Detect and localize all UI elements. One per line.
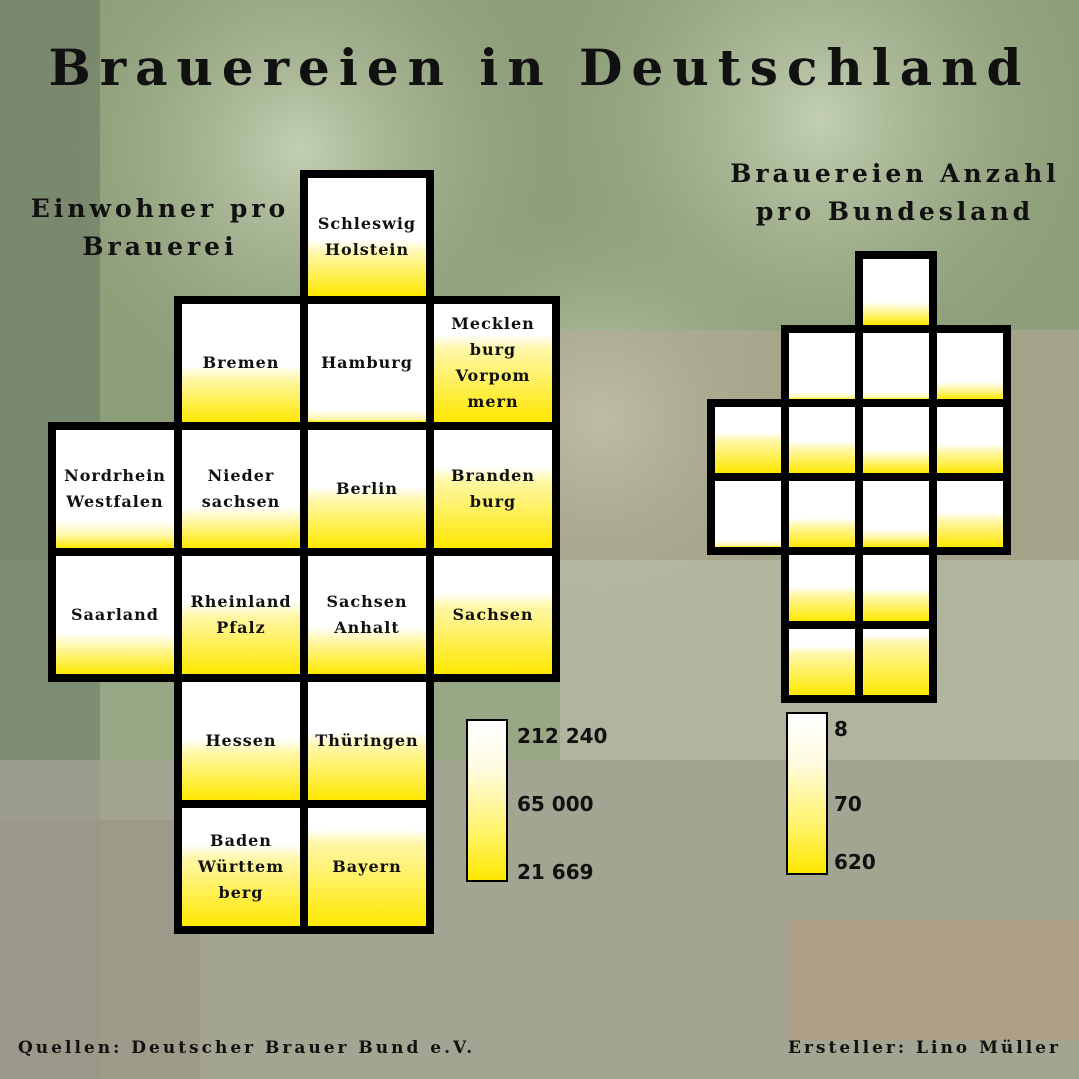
- left-cell: Sachsen Anhalt: [300, 548, 434, 682]
- left-cell-label: Hamburg: [321, 353, 413, 372]
- left-cell-label: Bremen: [202, 353, 280, 372]
- right-scale-bar: [786, 712, 828, 875]
- left-cell-label: Nieder sachsen: [201, 466, 281, 511]
- left-scale-bar: [466, 719, 508, 882]
- right-scale-mid: 70: [834, 792, 862, 816]
- chart-title: Brauereien in Deutschland: [48, 38, 1031, 97]
- left-chart-title: Einwohner pro Brauerei: [30, 194, 290, 261]
- left-cell: Rheinland Pfalz: [174, 548, 308, 682]
- author-note: Ersteller: Lino Müller: [788, 1038, 1061, 1058]
- left-cell-label: Baden Württem berg: [197, 831, 285, 902]
- right-cell: [781, 399, 863, 481]
- left-cell: Branden burg: [426, 422, 560, 556]
- left-cell-label: Branden burg: [451, 466, 535, 511]
- right-cell: [781, 547, 863, 629]
- left-cell: Baden Württem berg: [174, 800, 308, 934]
- left-cell: Nordrhein Westfalen: [48, 422, 182, 556]
- left-cell-label: Bayern: [332, 857, 402, 876]
- left-scale-max: 212 240: [517, 724, 608, 748]
- right-cell: [707, 399, 789, 481]
- left-scale-min: 21 669: [517, 860, 594, 884]
- right-cell: [781, 473, 863, 555]
- right-scale-max: 620: [834, 850, 876, 874]
- left-cell: Berlin: [300, 422, 434, 556]
- left-cell: Bremen: [174, 296, 308, 430]
- left-cell: Schleswig Holstein: [300, 170, 434, 304]
- right-chart-title: Brauereien Anzahl pro Bundesland: [730, 159, 1060, 226]
- left-cell: Bayern: [300, 800, 434, 934]
- left-cell: Saarland: [48, 548, 182, 682]
- left-cell: Hessen: [174, 674, 308, 808]
- left-cell: Hamburg: [300, 296, 434, 430]
- left-cell-label: Mecklen burg Vorpom mern: [451, 314, 535, 411]
- left-cell-label: Rheinland Pfalz: [190, 592, 292, 637]
- right-cell: [855, 547, 937, 629]
- left-cell-label: Thüringen: [315, 731, 419, 750]
- left-cell: Mecklen burg Vorpom mern: [426, 296, 560, 430]
- right-cell: [855, 251, 937, 333]
- right-cell: [929, 399, 1011, 481]
- left-cell-label: Sachsen Anhalt: [326, 592, 408, 637]
- left-cell-label: Sachsen: [452, 605, 534, 624]
- left-cell: Nieder sachsen: [174, 422, 308, 556]
- left-cell-label: Schleswig Holstein: [317, 214, 417, 259]
- left-cell-label: Hessen: [205, 731, 277, 750]
- left-cell-label: Nordrhein Westfalen: [64, 466, 166, 511]
- right-cell: [781, 621, 863, 703]
- right-cell: [929, 325, 1011, 407]
- right-cell: [781, 325, 863, 407]
- right-cell: [855, 621, 937, 703]
- right-cell: [855, 325, 937, 407]
- left-cell-label: Saarland: [71, 605, 159, 624]
- left-cell-label: Berlin: [336, 479, 398, 498]
- right-cell: [929, 473, 1011, 555]
- right-cell: [707, 473, 789, 555]
- right-cell: [855, 473, 937, 555]
- sources-note: Quellen: Deutscher Brauer Bund e.V.: [18, 1038, 476, 1058]
- right-cell: [855, 399, 937, 481]
- right-scale-min: 8: [834, 717, 848, 741]
- left-scale-mid: 65 000: [517, 792, 594, 816]
- left-cell: Thüringen: [300, 674, 434, 808]
- left-cell: Sachsen: [426, 548, 560, 682]
